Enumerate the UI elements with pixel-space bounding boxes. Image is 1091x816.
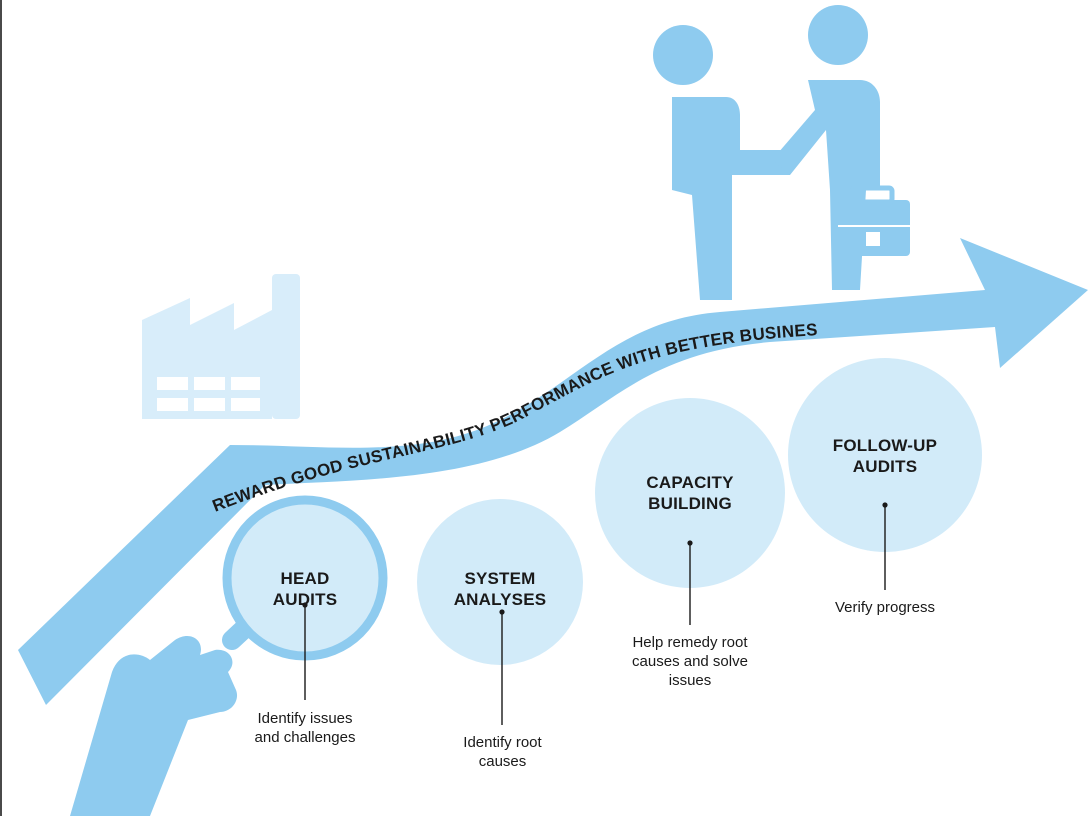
step-desc-capacity-building: Help remedy root causes and solve issues: [632, 634, 748, 689]
step-circle-capacity: [595, 398, 785, 588]
connector-lines: [304, 505, 886, 725]
step-desc-system-analyses: Identify root causes: [463, 734, 542, 770]
step-title-follow-up-audits: FOLLOW-UP AUDITS: [832, 436, 938, 476]
connector-dots: [302, 502, 888, 615]
handshake-icon: [653, 5, 910, 300]
hand-icon: [70, 635, 238, 816]
step-title-system-analyses: SYSTEM ANALYSES: [453, 569, 547, 609]
left-border-rule: [0, 0, 2, 816]
step-circle-system: [417, 499, 583, 665]
step-circle-followup: [788, 358, 982, 552]
factory-icon: [142, 274, 300, 419]
step-title-head-audits: HEAD AUDITS: [272, 569, 338, 609]
step-desc-follow-up-audits: Verify progress: [834, 599, 936, 616]
main-arrow: [18, 238, 1088, 705]
step-desc-head-audits: Identify issues and challenges: [254, 710, 356, 746]
step-title-capacity-building: CAPACITY BUILDING: [646, 473, 734, 513]
